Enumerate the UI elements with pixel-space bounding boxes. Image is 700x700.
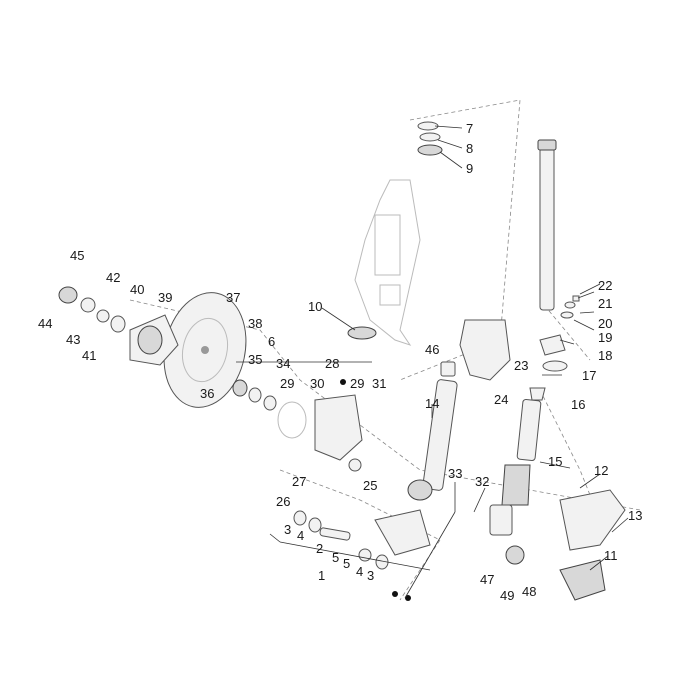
callout-17: 17 — [582, 368, 596, 383]
callout-27: 27 — [292, 474, 306, 489]
callout-36: 36 — [200, 386, 214, 401]
brake-caliper — [277, 394, 363, 461]
callout-16: 16 — [571, 397, 585, 412]
wheel-hub — [129, 314, 179, 366]
callout-42: 42 — [106, 270, 120, 285]
callout-38: 38 — [248, 316, 262, 331]
callout-22: 22 — [598, 278, 612, 293]
callout-39: 39 — [158, 290, 172, 305]
callout-33: 33 — [448, 466, 462, 481]
callout-25: 25 — [363, 478, 377, 493]
callout-2: 2 — [316, 541, 323, 556]
callout-43: 43 — [66, 332, 80, 347]
callout-13: 13 — [628, 508, 642, 523]
callout-labels: 1 2 3 3 4 4 5 5 6 7 8 9 10 11 12 13 14 1… — [38, 121, 642, 603]
shock-absorber — [489, 387, 546, 536]
callout-41: 41 — [82, 348, 96, 363]
callout-14: 14 — [425, 396, 439, 411]
fork-body — [407, 319, 511, 501]
callout-32: 32 — [475, 474, 489, 489]
callout-5: 5 — [343, 556, 350, 571]
callout-8: 8 — [466, 141, 473, 156]
callout-28: 28 — [325, 356, 339, 371]
callout-3: 3 — [367, 568, 374, 583]
callout-12: 12 — [594, 463, 608, 478]
callout-44: 44 — [38, 316, 52, 331]
callout-48: 48 — [522, 584, 536, 599]
callout-35: 35 — [248, 352, 262, 367]
callout-23: 23 — [514, 358, 528, 373]
callout-49: 49 — [500, 588, 514, 603]
callout-18: 18 — [598, 348, 612, 363]
callout-7: 7 — [466, 121, 473, 136]
callout-3: 3 — [284, 522, 291, 537]
callout-34: 34 — [276, 356, 290, 371]
callout-31: 31 — [372, 376, 386, 391]
callout-30: 30 — [310, 376, 324, 391]
assembly-guides — [129, 99, 641, 601]
callout-45: 45 — [70, 248, 84, 263]
link-assembly — [293, 509, 431, 570]
callout-4: 4 — [356, 564, 363, 579]
callout-1: 1 — [318, 568, 325, 583]
callout-19: 19 — [598, 330, 612, 345]
callout-10: 10 — [308, 299, 322, 314]
callout-40: 40 — [130, 282, 144, 297]
callout-11: 11 — [604, 548, 618, 563]
axle-spacers — [232, 379, 362, 472]
callout-24: 24 — [494, 392, 508, 407]
callout-29: 29 — [280, 376, 294, 391]
callout-21: 21 — [598, 296, 612, 311]
callout-15: 15 — [548, 454, 562, 469]
callout-5: 5 — [332, 550, 339, 565]
callout-4: 4 — [297, 528, 304, 543]
callout-46: 46 — [425, 342, 439, 357]
callout-29: 29 — [350, 376, 364, 391]
hub-small-parts — [58, 286, 126, 333]
callout-26: 26 — [276, 494, 290, 509]
steering-tube — [537, 139, 557, 311]
marker-dots — [340, 379, 411, 601]
callout-6: 6 — [268, 334, 275, 349]
callout-37: 37 — [226, 290, 240, 305]
callout-9: 9 — [466, 161, 473, 176]
frame-outline — [354, 179, 421, 346]
callout-20: 20 — [598, 316, 612, 331]
leader-lines — [236, 125, 629, 599]
mudguard — [559, 489, 626, 601]
callout-47: 47 — [480, 572, 494, 587]
